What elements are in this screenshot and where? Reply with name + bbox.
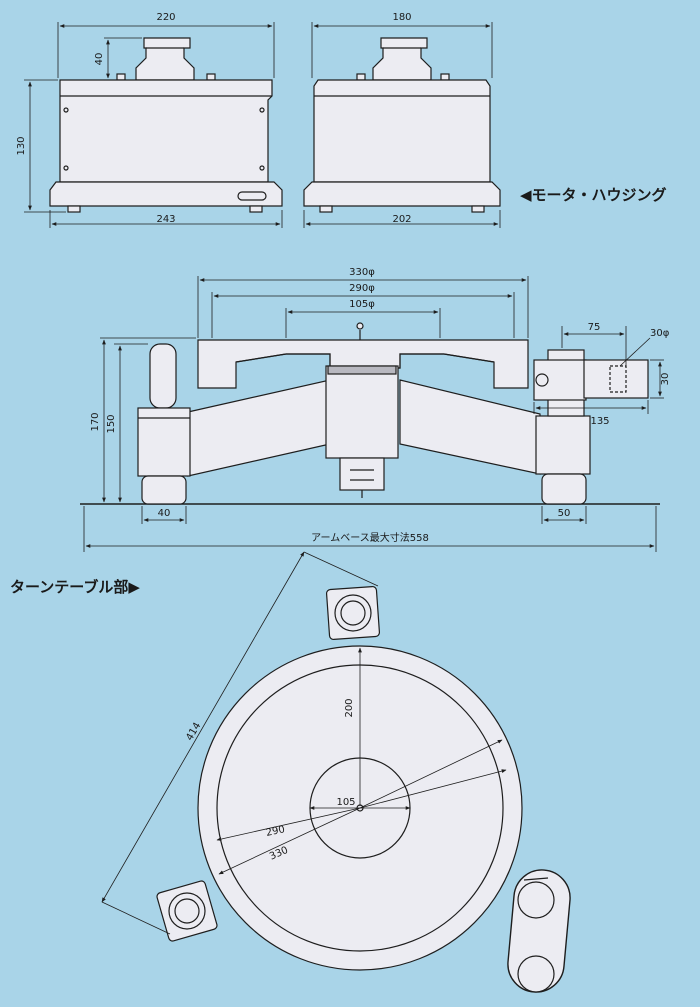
arm-assembly: [80, 322, 660, 505]
turntable-plan: [156, 585, 571, 993]
foot-left-label: 40: [158, 508, 171, 519]
motor-housing-title: ◀モータ・ハウジング: [520, 186, 667, 204]
total-height-label: 130: [16, 136, 27, 155]
cap-height-label: 40: [94, 53, 105, 66]
height-150-label: 150: [106, 414, 117, 433]
turntable-title: ターンテーブル部▶: [10, 578, 140, 596]
arm-30-label: 30: [660, 373, 671, 386]
dim-105-label: 105: [336, 797, 355, 808]
motor-side-view: [303, 37, 501, 213]
dia-330-label: 330φ: [349, 267, 375, 278]
arm-dimensions: [83, 276, 664, 552]
overall-base-label: アームベース最大寸法558: [311, 531, 429, 544]
motor-side-dimensions: [303, 22, 501, 228]
turntable-dimensions: [101, 551, 507, 935]
arm-75-label: 75: [588, 322, 601, 333]
dim-290-label: 290: [265, 824, 286, 839]
dia-290-label: 290φ: [349, 283, 375, 294]
foot-right-label: 50: [558, 508, 571, 519]
arm-dia-30-label: 30φ: [650, 328, 670, 339]
motor-front-dimensions: [24, 22, 283, 228]
motor-front-view: [49, 37, 283, 213]
front-base-width-label: 243: [156, 214, 175, 225]
side-width-label: 180: [392, 12, 411, 23]
dim-200-label: 200: [344, 698, 355, 717]
dia-105-label: 105φ: [349, 299, 375, 310]
side-base-width-label: 202: [392, 214, 411, 225]
front-width-label: 220: [156, 12, 175, 23]
arm-135-label: 135: [590, 416, 609, 427]
height-170-label: 170: [90, 412, 101, 431]
